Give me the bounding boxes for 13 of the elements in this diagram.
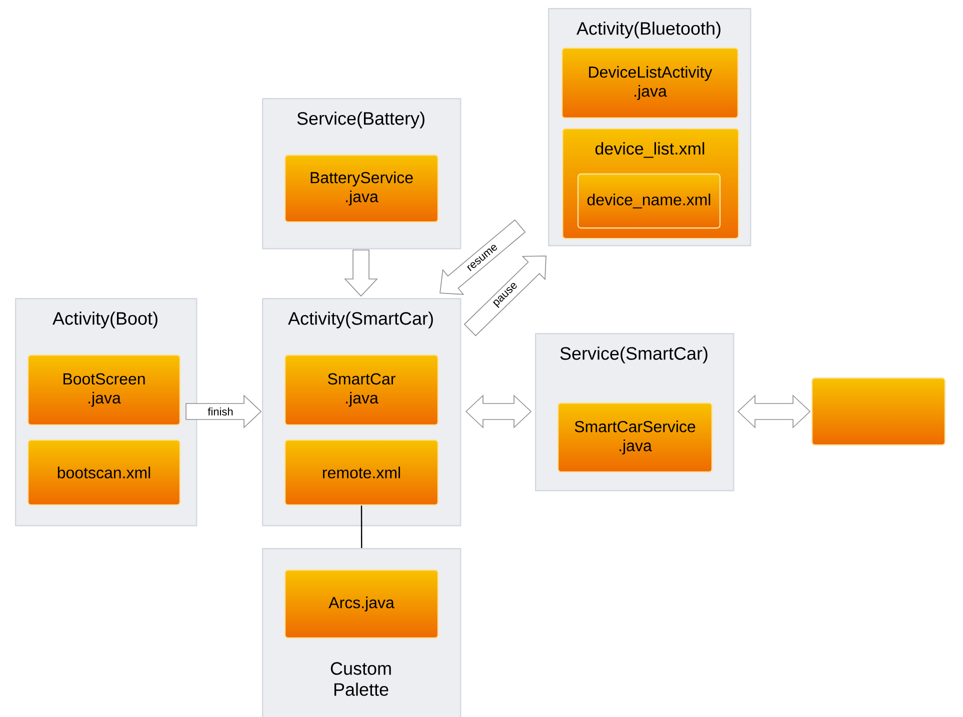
edge-label: finish bbox=[206, 406, 234, 417]
process-box: remote.xml bbox=[284, 439, 439, 506]
process-box: bootscan.xml bbox=[27, 439, 181, 506]
connector-line bbox=[360, 506, 362, 548]
process-box: SmartCarService .java bbox=[557, 402, 713, 473]
process-box: device_name.xml bbox=[577, 173, 721, 229]
process-box: DeviceListActivity .java bbox=[561, 47, 739, 119]
process-box bbox=[811, 377, 946, 446]
process-box: BootScreen .java bbox=[27, 354, 181, 426]
block-arrow bbox=[344, 250, 378, 297]
process-box: Arcs.java bbox=[284, 569, 439, 639]
process-box: SmartCar .java bbox=[284, 354, 439, 426]
process-box: BatteryService .java bbox=[284, 154, 439, 223]
